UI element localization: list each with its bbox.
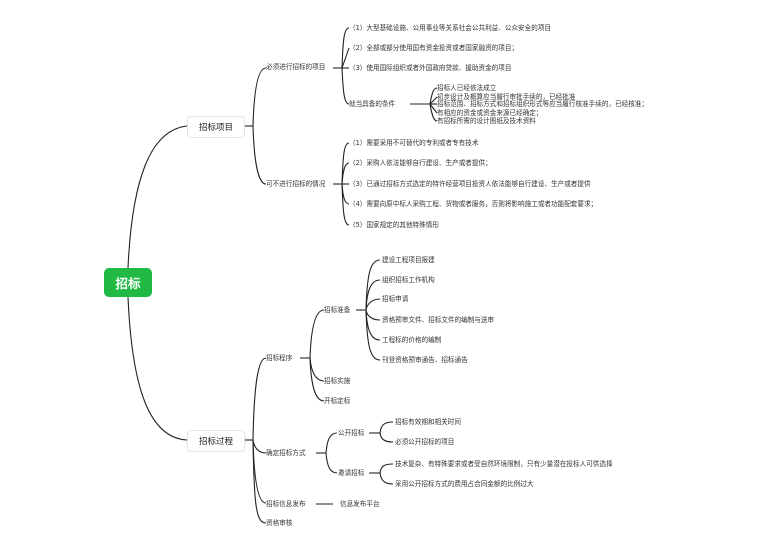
node-required-item-2[interactable]: （2）全部或部分使用国有资金投资或者国家融资的项目； bbox=[349, 44, 519, 52]
node-condition-5[interactable]: 有招标所需的设计图纸及技术资料 bbox=[437, 117, 536, 125]
node-exempt-item-3[interactable]: （3）已通过招标方式选定的特许经营项目投资人依法能够自行建设、生产或者提供 bbox=[349, 180, 591, 188]
node-exempt-item-1[interactable]: （1）需要采用不可替代的专利或者专有技术 bbox=[349, 139, 479, 147]
node-procedure[interactable]: 招标程序 bbox=[266, 354, 293, 362]
node-exempt-item-4[interactable]: （4）需要向原中标人采购工程、货物或者服务，否则将影响施工或者功能配套要求； bbox=[349, 200, 598, 208]
node-prep-item-4[interactable]: 资格预审文件、招标文件的编制与送审 bbox=[382, 316, 495, 324]
node-implementation[interactable]: 招标实施 bbox=[324, 377, 351, 385]
node-condition-3[interactable]: 招标范围、招标方式和招标组织形式等应当履行核准手续的，已经核准； bbox=[437, 100, 648, 108]
node-qualification-review[interactable]: 资格审核 bbox=[266, 519, 293, 527]
node-conditions[interactable]: 就当具备的条件 bbox=[349, 100, 396, 108]
node-required-item-1[interactable]: （1）大型基础设施、公用事业等关系社会公共利益、公众安全的项目 bbox=[349, 24, 552, 32]
node-exempt-item-5[interactable]: （5）国家规定的其他特殊情形 bbox=[349, 221, 439, 229]
node-required-item-3[interactable]: （3）使用国际组织或者外国政府贷款、援助资金的项目 bbox=[349, 64, 512, 72]
node-condition-2[interactable]: 初步设计及概算应当履行审批手续的，已经批准 bbox=[437, 93, 576, 101]
node-bid-method[interactable]: 确定招标方式 bbox=[266, 449, 306, 457]
node-condition-1[interactable]: 招标人已经依法成立 bbox=[437, 84, 497, 92]
node-condition-4[interactable]: 有相应的资金或资金来源已经确定； bbox=[437, 109, 543, 117]
node-invite-item-1[interactable]: 技术复杂、有特殊要求或者受自然环境限制，只有少量潜在投标人可供选择 bbox=[395, 460, 613, 468]
node-required-projects[interactable]: 必须进行招标的项目 bbox=[266, 63, 326, 71]
node-exempt-cases[interactable]: 可不进行招标的情况 bbox=[266, 180, 326, 188]
node-prep-item-2[interactable]: 组织招标工作机构 bbox=[382, 276, 435, 284]
node-publish-platform[interactable]: 信息发布平台 bbox=[340, 500, 380, 508]
node-exempt-item-2[interactable]: （2）采购人依法能够自行建设、生产或者提供； bbox=[349, 159, 492, 167]
node-prep-item-5[interactable]: 工程标的价格的编制 bbox=[382, 336, 442, 344]
node-open-item-2[interactable]: 必须公开招标的项目 bbox=[395, 438, 455, 446]
node-prep-item-3[interactable]: 招标申请 bbox=[382, 295, 409, 303]
node-open-item-1[interactable]: 招标有效期和相关时间 bbox=[395, 418, 461, 426]
node-invited-tender[interactable]: 邀请招标 bbox=[338, 469, 365, 477]
node-prep-item-6[interactable]: 刊登资格预审通告、招标通告 bbox=[382, 356, 468, 364]
branch-bid-process[interactable]: 招标过程 bbox=[187, 430, 245, 452]
branch-bid-items[interactable]: 招标项目 bbox=[187, 116, 245, 138]
node-open-tender[interactable]: 公开招标 bbox=[338, 429, 365, 437]
node-invite-item-2[interactable]: 采用公开招标方式的费用占合同金额的比例过大 bbox=[395, 480, 534, 488]
node-prep-item-1[interactable]: 建设工程项目报建 bbox=[382, 256, 435, 264]
node-preparation[interactable]: 招标准备 bbox=[324, 306, 351, 314]
root-node[interactable]: 招标 bbox=[104, 268, 152, 297]
node-info-publish[interactable]: 招标信息发布 bbox=[266, 500, 306, 508]
node-bid-opening[interactable]: 开标定标 bbox=[324, 397, 351, 405]
